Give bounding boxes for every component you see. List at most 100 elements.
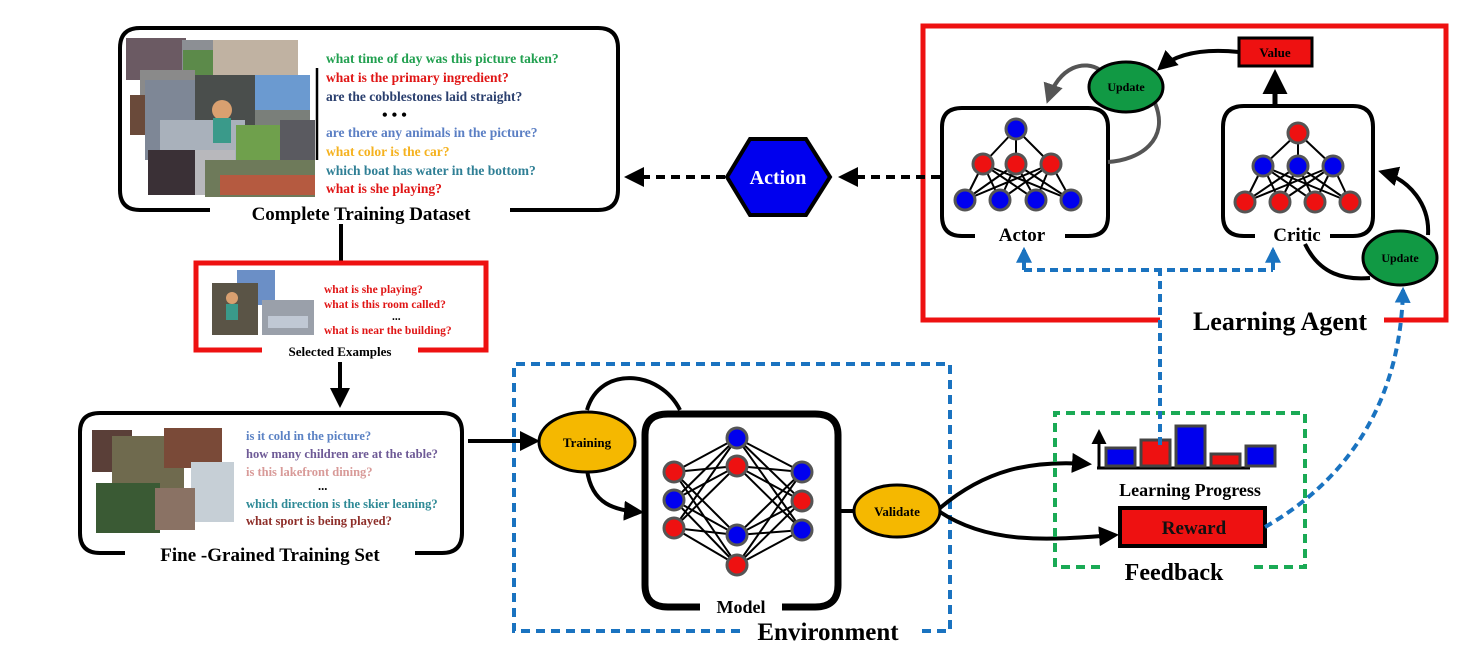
selected-question: what is she playing?	[324, 284, 423, 296]
network-node	[1039, 152, 1063, 176]
dataset-question: what is the primary ingredient?	[326, 70, 509, 85]
actor-update-label: Update	[1107, 80, 1145, 94]
validate-to-reward-arrow	[938, 510, 1119, 547]
fine-image-collage	[92, 428, 234, 533]
model-network	[662, 426, 814, 577]
network-edge	[736, 529, 803, 566]
network-node	[1321, 154, 1345, 178]
progress-bar	[1139, 438, 1172, 468]
network-node	[1251, 154, 1275, 178]
dataset-question: what time of day was this picture taken?	[326, 51, 559, 66]
progress-bar	[1244, 444, 1277, 468]
update-to-actor-arrow	[1043, 63, 1102, 104]
network-node	[1338, 190, 1362, 214]
selected-image-collage	[212, 270, 314, 335]
value-box	[1237, 36, 1314, 68]
progress-label: Learning Progress	[1119, 480, 1261, 500]
training-loop-line	[585, 376, 682, 411]
value-to-update-arrow	[1156, 48, 1240, 71]
network-node	[1004, 117, 1028, 141]
actor-frame	[940, 106, 1110, 238]
action-hexagon	[724, 137, 833, 217]
network-node	[971, 152, 995, 176]
critic-network	[1233, 121, 1362, 214]
network-node	[790, 518, 814, 542]
network-edge	[673, 499, 738, 536]
critic-label: Critic	[1273, 225, 1320, 246]
actor-update-node	[1087, 60, 1165, 114]
feedback-frame	[1053, 411, 1307, 569]
selected-examples-panel: what is she playing? what is this room c…	[193, 260, 489, 359]
network-edge	[673, 471, 738, 536]
validate-to-progress-arrow	[938, 452, 1092, 510]
progress-bar	[1174, 424, 1207, 468]
network-node	[988, 188, 1012, 212]
progress-bar	[1209, 452, 1242, 468]
network-edge	[736, 465, 803, 502]
environment-frame	[512, 362, 952, 633]
network-node	[725, 426, 749, 450]
network-edge	[736, 437, 803, 473]
model-frame	[641, 410, 842, 611]
training-node	[537, 410, 637, 474]
network-node	[725, 553, 749, 577]
feedback-title: Feedback	[1125, 560, 1224, 586]
network-node	[790, 460, 814, 484]
complete-dataset-frame	[118, 26, 620, 212]
network-node	[1286, 154, 1310, 178]
reward-box	[1118, 506, 1267, 548]
network-edge	[736, 471, 803, 566]
selected-examples-title: Selected Examples	[289, 344, 392, 359]
fine-question: what sport is being played?	[246, 514, 392, 528]
network-node	[725, 523, 749, 547]
actor-to-update-line	[1107, 102, 1161, 164]
network-node	[662, 460, 686, 484]
fine-grained-frame	[78, 411, 464, 555]
fine-question: is this lakefront dining?	[246, 465, 373, 479]
network-edge	[736, 500, 803, 566]
critic-to-update-line	[1303, 243, 1371, 281]
dataset-question: are the cobblestones laid straight?	[326, 89, 522, 104]
dataset-question: what is she playing?	[326, 181, 442, 196]
network-edge	[964, 163, 1052, 201]
training-label: Training	[563, 435, 612, 450]
fine-grained-title: Fine -Grained Training Set	[160, 545, 380, 566]
fine-question: how many children are at the table?	[246, 447, 438, 461]
network-node	[1286, 121, 1310, 145]
fine-question: which direction is the skier leaning?	[246, 497, 438, 511]
network-edge	[673, 465, 738, 529]
model-label: Model	[717, 597, 766, 617]
network-node	[725, 454, 749, 478]
network-node	[1233, 190, 1257, 214]
dataset-question: what color is the car?	[326, 144, 449, 159]
network-node	[790, 489, 814, 513]
update-to-critic-arrow	[1378, 166, 1431, 236]
network-node	[662, 488, 686, 512]
network-edge	[673, 437, 738, 529]
network-edge	[736, 465, 803, 531]
network-edge	[673, 437, 738, 501]
learning-agent-title: Learning Agent	[1193, 307, 1367, 336]
network-node	[1004, 152, 1028, 176]
selected-examples-frame	[193, 260, 489, 353]
action-label: Action	[750, 167, 807, 189]
network-node	[1059, 188, 1083, 212]
actor-network	[953, 117, 1083, 212]
reward-to-critic-update-arrow	[1264, 286, 1411, 529]
progress-feedback-path	[1024, 268, 1273, 445]
network-node	[662, 516, 686, 540]
network-node	[1303, 190, 1327, 214]
selected-question: what is near the building?	[324, 325, 452, 337]
fine-grained-panel: is it cold in the picture? how many chil…	[78, 411, 464, 566]
complete-dataset-title: Complete Training Dataset	[252, 204, 472, 225]
network-node	[1268, 190, 1292, 214]
dataset-ellipsis: • • •	[382, 107, 407, 124]
selected-ellipsis: ...	[392, 311, 401, 323]
progress-chart	[1104, 424, 1277, 468]
environment-panel: Environment Training Model Validate	[512, 362, 952, 646]
critic-frame	[1221, 104, 1375, 238]
reward-label: Reward	[1162, 518, 1227, 539]
progress-bar	[1104, 446, 1137, 468]
network-edge	[736, 471, 803, 536]
feedback-panel: Feedback Learning Progress Reward	[1053, 411, 1307, 586]
